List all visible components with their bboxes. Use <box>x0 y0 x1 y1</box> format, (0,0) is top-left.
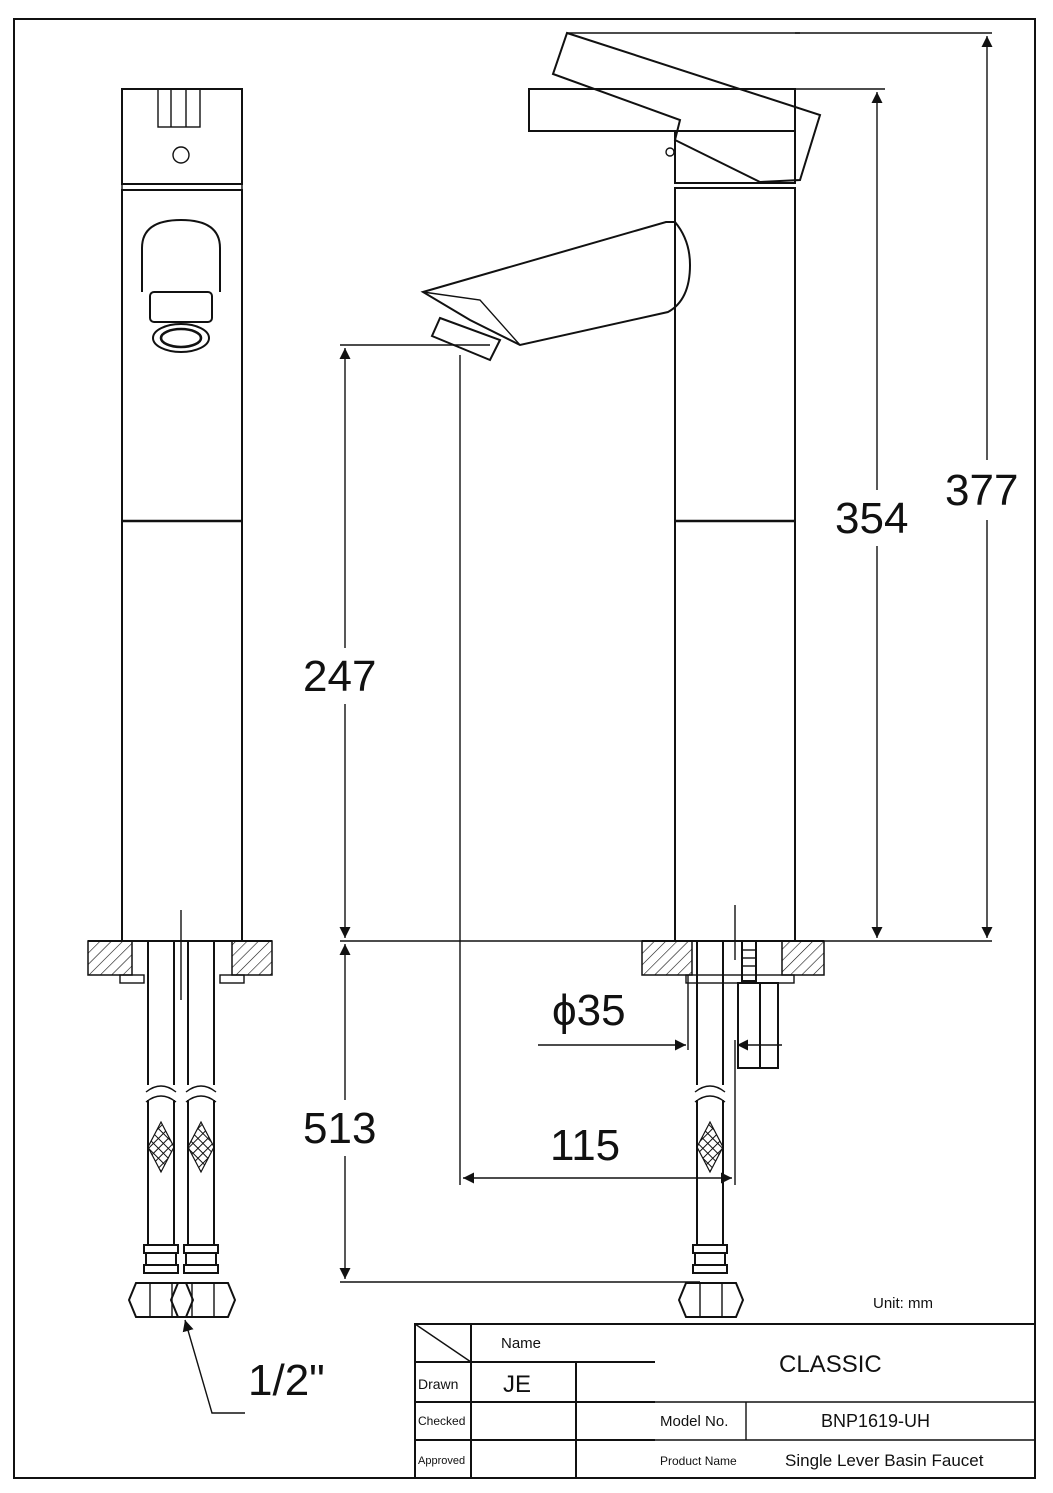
tb-approved-label: Approved <box>418 1455 465 1467</box>
front-view <box>87 88 273 1414</box>
tb-checked-label: Checked <box>418 1414 465 1428</box>
tb-product-label: Product Name <box>660 1454 737 1468</box>
tb-model-label: Model No. <box>660 1413 728 1430</box>
drawing-border <box>13 18 1036 1479</box>
dim-body-height: 354 <box>835 494 908 543</box>
unit-label: Unit: mm <box>873 1295 933 1312</box>
title-block <box>414 1323 1036 1479</box>
tb-name-header: Name <box>501 1335 541 1352</box>
side-view <box>420 31 825 1318</box>
dim-spout-height: 247 <box>303 652 376 701</box>
tb-drawn-value: JE <box>503 1371 531 1398</box>
dimension-lines <box>339 32 993 1283</box>
dim-total-height: 377 <box>945 466 1018 515</box>
dim-thread-size: 1/2" <box>248 1356 325 1405</box>
dim-spout-reach: 115 <box>550 1121 620 1170</box>
tb-model-value: BNP1619-UH <box>821 1411 930 1431</box>
tb-series: CLASSIC <box>779 1351 882 1378</box>
tb-product-value: Single Lever Basin Faucet <box>785 1451 984 1470</box>
tb-drawn-label: Drawn <box>418 1376 458 1392</box>
dim-hose-length: 513 <box>303 1104 376 1153</box>
dim-body-diameter: ϕ35 <box>552 986 626 1035</box>
